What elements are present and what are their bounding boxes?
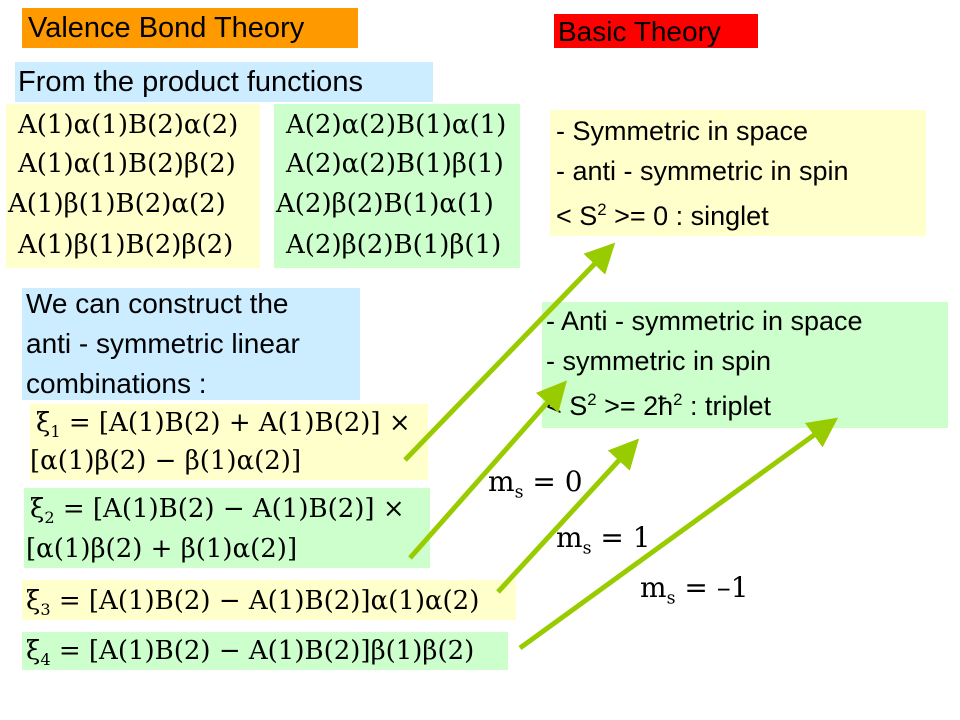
products-right-box [274,104,520,268]
singlet-box [550,110,926,236]
singlet-line-3: < S2 >= 0 : singlet [556,200,769,231]
arrow-xi4-to-triplet [518,417,839,651]
product-right-1: A(2)α(2)B(1)α(1) [286,110,507,140]
xi4-line: ξ4 = [A(1)B(2) − A(1)B(2)]β(1)β(2) [26,636,475,670]
ms-label-minus1: ms = –1 [640,571,749,609]
ms-label-1: ms = 1 [556,521,651,559]
product-left-1: A(1)α(1)B(2)α(2) [18,110,239,140]
subtitle-box [554,14,758,48]
xi2-box [24,488,430,568]
subtitle: Basic Theory [558,16,721,47]
xi1-line-2: [α(1)β(2) − β(1)α(2)] [30,446,302,476]
products-left-box [6,104,260,268]
xi1-line-1: ξ1 = [A(1)B(2) + A(1)B(2)] × [36,408,411,442]
xi4-box [22,632,508,670]
arrow-xi3-to-triplet [496,438,640,594]
singlet-line-2: - anti - symmetric in spin [556,156,849,186]
construct-box [22,288,360,400]
product-heading-box [15,62,433,102]
product-heading: From the product functions [18,66,363,98]
xi2-line-1: ξ2 = [A(1)B(2) − A(1)B(2)] × [30,494,405,528]
product-left-3: A(1)β(1)B(2)α(2) [8,189,226,219]
title-box [22,8,358,48]
construct-line-3: combinations : [26,368,207,399]
xi2-line-2: [α(1)β(2) + β(1)α(2)] [26,534,298,564]
construct-line-1: We can construct the [26,288,289,319]
title: Valence Bond Theory [28,12,305,44]
product-left-2: A(1)α(1)B(2)β(2) [18,149,236,179]
arrow-xi2-to-triplet [408,380,567,560]
triplet-line-1: - Anti - symmetric in space [546,306,863,336]
product-right-4: A(2)β(2)B(1)β(1) [286,230,502,260]
singlet-line-1: - Symmetric in space [556,116,809,146]
triplet-line-3: < S2 >= 2ħ2 : triplet [546,390,772,421]
xi3-line: ξ3 = [A(1)B(2) − A(1)B(2)]α(1)α(2) [26,586,480,620]
xi3-box [22,580,516,620]
arrow-xi1-to-singlet [403,242,616,462]
product-right-3: A(2)β(2)B(1)α(1) [276,189,494,219]
triplet-box [542,302,948,428]
ms-label-0: ms = 0 [488,465,583,503]
product-right-2: A(2)α(2)B(1)β(1) [286,149,504,179]
construct-line-2: anti - symmetric linear [26,328,300,359]
xi1-box [30,404,428,480]
triplet-line-2: - symmetric in spin [546,346,772,376]
product-left-4: A(1)β(1)B(2)β(2) [18,230,234,260]
